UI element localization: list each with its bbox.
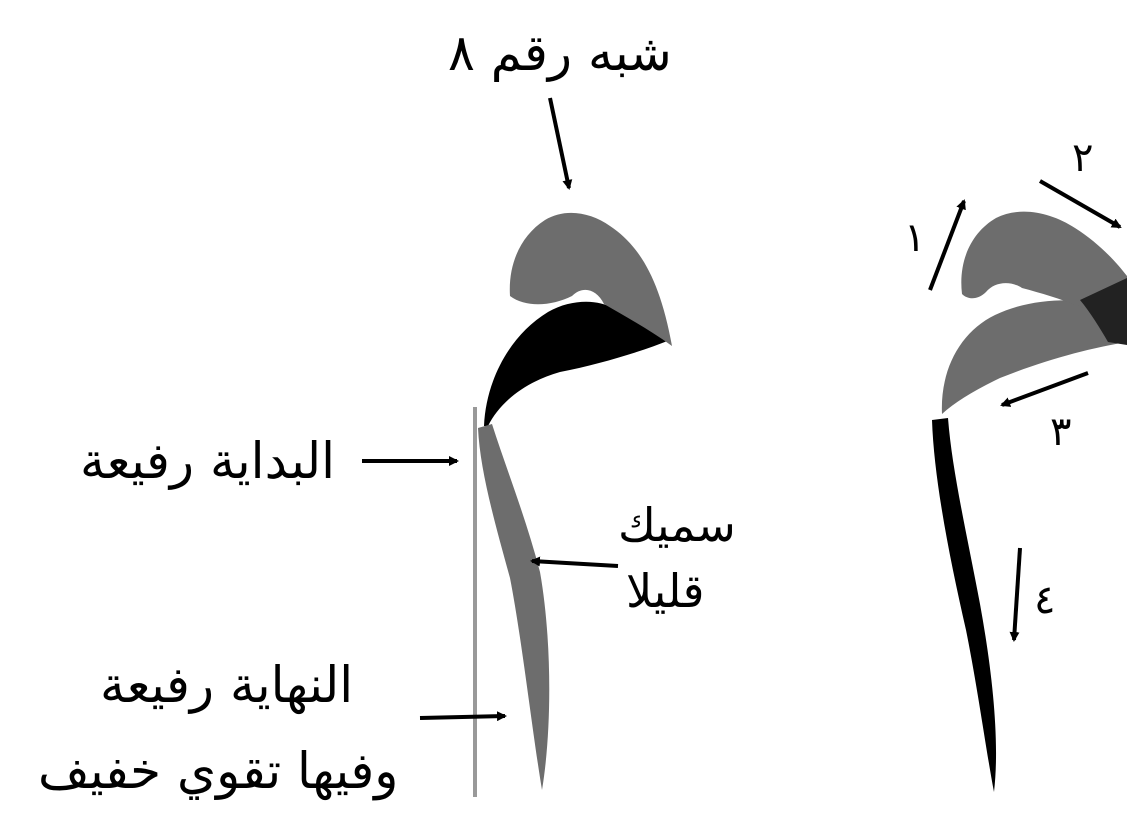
label-slightly-thick-line2: قليلا [626,564,705,618]
stroke-number-1: ١ [904,215,926,261]
arrow-end-thin [419,711,507,722]
label-like-eight: شبه رقم ٨ [448,24,672,82]
arrow-like-eight [548,97,573,190]
stroke-number-2: ٢ [1072,135,1094,181]
arrow-stroke-4 [1009,547,1022,642]
arrow-stroke-3 [1000,371,1089,407]
label-slightly-thick-line1: سميك [618,498,736,552]
left-meem-black-band [484,301,670,426]
stroke-number-3: ٣ [1050,409,1072,455]
arrow-slightly-thick [530,556,619,568]
label-end-thin-line2: وفيها تقوي خفيف [38,742,399,800]
left-meem-head [509,212,672,346]
right-meem-figure [932,211,1127,792]
right-meem-overlap [1080,278,1127,345]
right-meem-lower-band [941,300,1127,414]
right-meem-tail [932,418,997,792]
left-meem-figure [473,212,672,797]
arrow-stroke-1 [928,199,966,291]
label-end-thin-line1: النهاية رفيعة [100,656,354,714]
label-start-thin: البداية رفيعة [80,432,336,490]
stroke-number-4: ٤ [1034,577,1056,623]
left-meem-tail [478,424,550,790]
arrow-stroke-2 [1039,179,1122,229]
